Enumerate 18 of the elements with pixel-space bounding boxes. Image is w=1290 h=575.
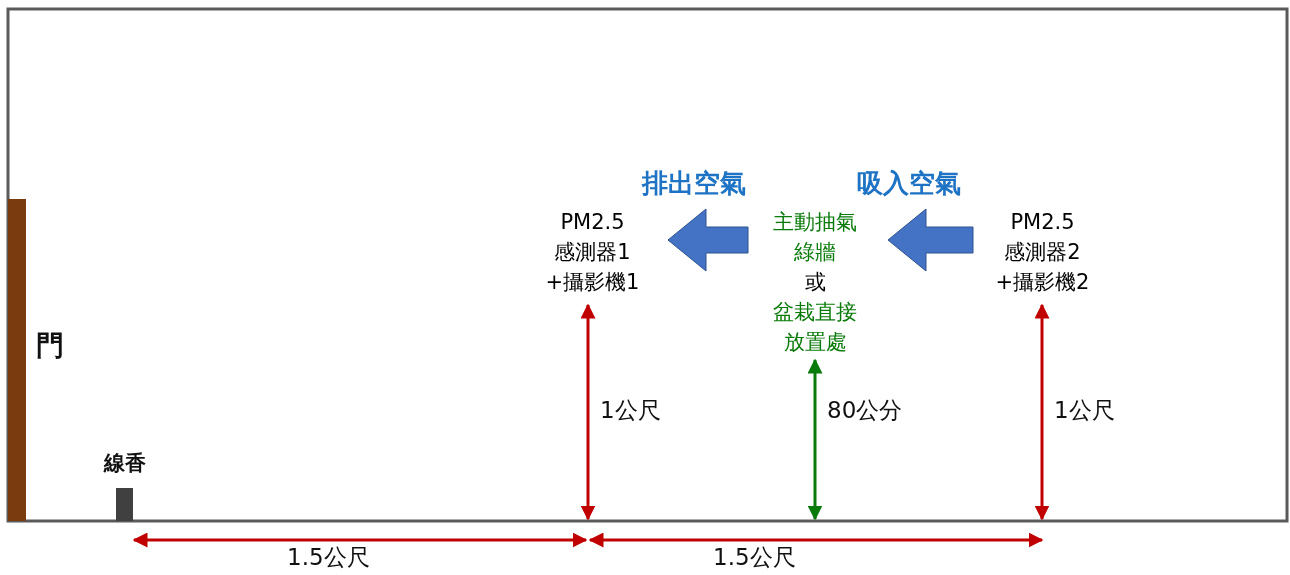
node-text: PM2.5: [1009, 209, 1076, 236]
door-label: 門: [36, 328, 64, 364]
dimension-label: 1.5公尺: [287, 543, 370, 572]
node-text: 感測器1: [553, 239, 632, 266]
node-text: PM2.5: [559, 209, 626, 236]
node-text: 或: [803, 269, 827, 296]
node-text: 盆栽直接放置處: [772, 299, 858, 356]
node-text: +攝影機1: [544, 269, 641, 296]
dimension-label: 80公分: [827, 396, 903, 425]
block-arrow: [887, 208, 974, 272]
node-text: +攝影機2: [994, 269, 1091, 296]
block-arrow: [667, 208, 749, 272]
dimension-label: 1公尺: [600, 396, 661, 425]
incense-label: 線香: [104, 450, 146, 477]
node-text: 感測器2: [1003, 239, 1082, 266]
dimension-label: 1.5公尺: [713, 543, 796, 572]
node-text: 主動抽氣綠牆: [772, 209, 858, 266]
dimension-label: 1公尺: [1054, 396, 1115, 425]
